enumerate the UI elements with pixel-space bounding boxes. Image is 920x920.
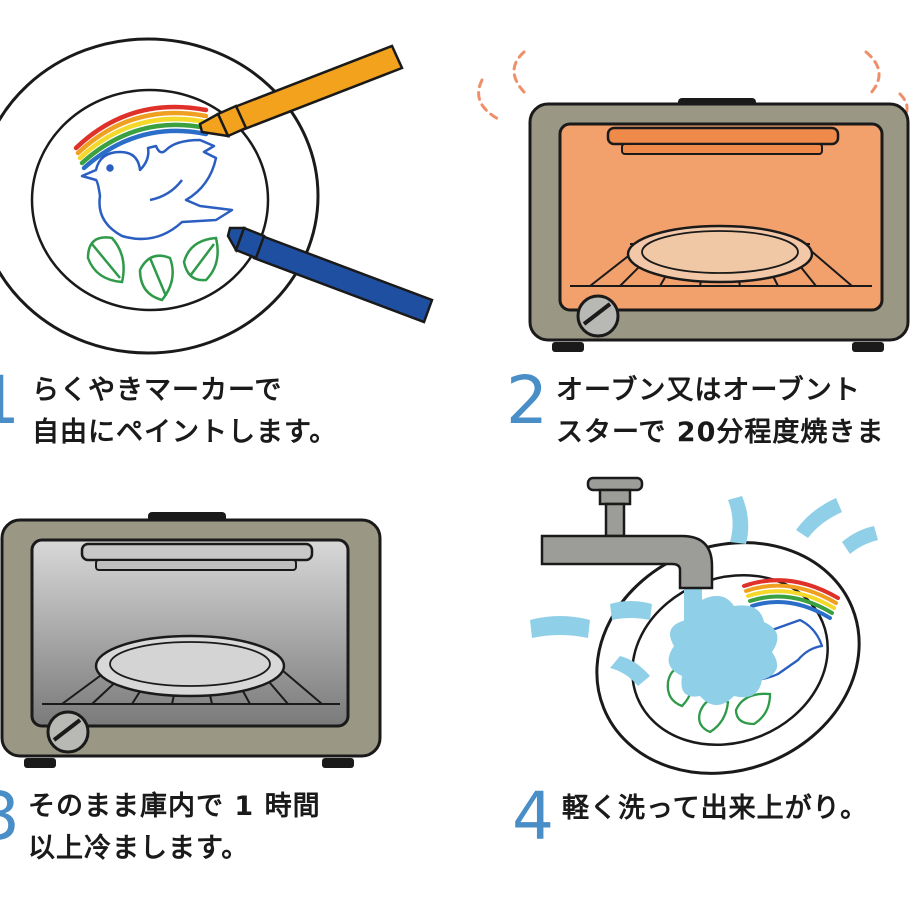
step-text-line: オーブン又はオーブント — [556, 375, 861, 406]
step-4: 4 軽く洗って出来上がり。 — [460, 776, 920, 886]
step4-illustration — [530, 476, 878, 775]
step-text-line: 以上冷まします。 — [28, 833, 250, 864]
dial-icon — [576, 294, 620, 338]
step-2: 2 オーブン又はオーブント スターで 20分程度焼きま — [460, 360, 920, 460]
step-text-line: そのまま庫内で 1 時間 — [28, 791, 321, 822]
step-description: オーブン又はオーブント スターで 20分程度焼きま — [556, 370, 884, 454]
leaf-icon — [86, 236, 219, 302]
faucet-icon — [540, 476, 714, 590]
cooling-toaster-oven-icon — [0, 512, 382, 768]
step-number: 3 — [0, 784, 20, 850]
step2-illustration — [477, 50, 910, 352]
dial-icon — [46, 710, 90, 754]
step-3: 3 そのまま庫内で 1 時間 以上冷まします。 — [0, 776, 460, 886]
water-splash-icon — [530, 496, 878, 705]
step-number: 1 — [0, 368, 20, 434]
orange-marker-icon — [198, 44, 404, 138]
bird-icon — [80, 138, 234, 241]
rainbow-icon — [742, 578, 840, 620]
step-text-line: 軽く洗って出来上がり。 — [562, 793, 869, 824]
step-number: 2 — [506, 362, 548, 439]
step-description: 軽く洗って出来上がり。 — [562, 788, 868, 830]
step-text-line: スターで 20分程度焼きま — [556, 417, 885, 448]
plate-icon — [0, 37, 320, 355]
step-number: 4 — [512, 778, 554, 855]
step-description: らくやきマーカーで 自由にペイントします。 — [32, 370, 337, 454]
step1-illustration — [0, 37, 434, 355]
hot-toaster-oven-icon — [528, 98, 910, 352]
step-text-line: らくやきマーカーで — [32, 375, 283, 406]
step-description: そのまま庫内で 1 時間 以上冷まします。 — [28, 786, 321, 870]
step-1: 1 らくやきマーカーで 自由にペイントします。 — [0, 360, 460, 460]
rainbow-icon — [73, 104, 209, 171]
step-text-line: 自由にペイントします。 — [32, 417, 338, 448]
blue-marker-icon — [226, 226, 434, 324]
step3-illustration — [0, 512, 382, 768]
